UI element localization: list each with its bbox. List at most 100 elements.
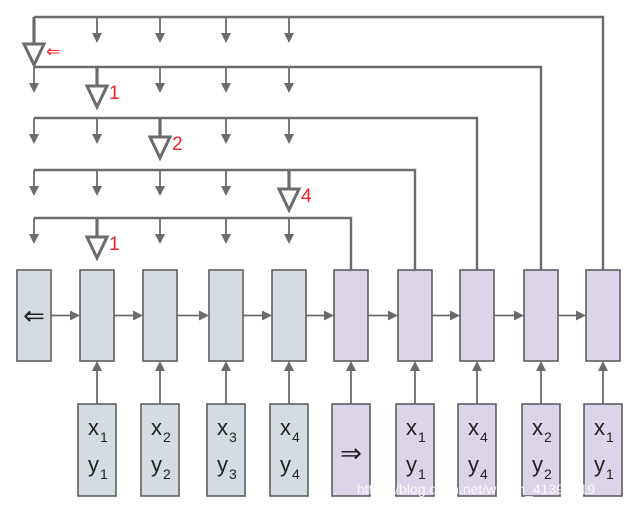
input-x-sub-3: 3 — [229, 429, 237, 445]
attention-head-2-4 — [221, 83, 231, 93]
input-y-label-3: y — [217, 452, 228, 477]
input-head-6 — [410, 361, 420, 371]
encoder-start-symbol: ⇐ — [23, 302, 45, 332]
recurrent-head-6 — [388, 310, 398, 321]
decoder-input-4 — [583, 403, 623, 497]
attention-head-4-4 — [221, 186, 231, 196]
encoder-cell-2 — [142, 269, 178, 362]
attention-head-2-3 — [155, 83, 165, 93]
input-y-sub-6: 1 — [418, 466, 426, 482]
input-head-9 — [598, 361, 608, 371]
input-head-3 — [221, 361, 231, 371]
encoder-input-2 — [140, 403, 180, 497]
recurrent-head-7 — [450, 310, 460, 321]
input-y-sub-4: 4 — [292, 466, 300, 482]
watermark-text: https://blog.csdn.net/weixin_41391619 — [357, 481, 595, 497]
input-x-sub-6: 1 — [418, 429, 426, 445]
input-x-label-2: x — [151, 415, 162, 440]
attention-head-2-1 — [29, 83, 39, 93]
pointer-arrow-row-2 — [84, 84, 110, 111]
attention-head-3-5 — [284, 134, 294, 144]
pointer-arrow-row-3 — [147, 135, 173, 162]
decoder-cell-3 — [459, 269, 495, 362]
encoder-input-1 — [77, 403, 117, 497]
decoder-start-input — [331, 403, 371, 497]
input-y-label-1: y — [88, 452, 99, 477]
attention-row-line-4 — [34, 168, 417, 270]
input-y-sub-9: 1 — [606, 466, 614, 482]
input-head-7 — [472, 361, 482, 371]
decoder-input-2 — [457, 403, 497, 497]
pointer-arrow-row-4 — [276, 187, 302, 214]
recurrent-head-5 — [324, 310, 334, 321]
input-y-sub-7: 4 — [480, 466, 488, 482]
input-x-label-4: x — [280, 415, 291, 440]
input-head-1 — [92, 361, 102, 371]
input-y-sub-1: 1 — [100, 466, 108, 482]
input-y-label-8: y — [532, 452, 543, 477]
input-y-sub-2: 2 — [163, 466, 171, 482]
attention-row-line-5 — [34, 216, 353, 270]
input-x-label-7: x — [468, 415, 479, 440]
decoder-cell-4 — [523, 269, 559, 362]
input-x-label-3: x — [217, 415, 228, 440]
encoder-input-4 — [269, 403, 309, 497]
input-y-label-4: y — [280, 452, 291, 477]
input-x-sub-8: 2 — [544, 429, 552, 445]
input-x-label-8: x — [532, 415, 543, 440]
attention-head-3-1 — [29, 134, 39, 144]
pointer-arrow-row-1 — [21, 42, 47, 69]
attention-head-3-2 — [92, 134, 102, 144]
input-y-sub-8: 2 — [544, 466, 552, 482]
attention-head-4-3 — [155, 186, 165, 196]
input-head-2 — [155, 361, 165, 371]
input-x-sub-2: 2 — [163, 429, 171, 445]
attention-row-line-2 — [34, 65, 543, 270]
encoder-cell-3 — [208, 269, 244, 362]
recurrent-head-9 — [576, 310, 586, 321]
recurrent-head-4 — [262, 310, 272, 321]
input-x-sub-9: 1 — [606, 429, 614, 445]
input-x-label-6: x — [406, 415, 417, 440]
input-x-sub-7: 4 — [480, 429, 488, 445]
pointer-arrow-row-5 — [84, 235, 110, 262]
pointer-label-row-5: 1 — [109, 234, 120, 255]
attention-head-4-2 — [92, 186, 102, 196]
input-y-sub-3: 3 — [229, 466, 237, 482]
recurrent-head-3 — [199, 310, 209, 321]
input-y-label-7: y — [468, 452, 479, 477]
input-x-label-1: x — [88, 415, 99, 440]
recurrent-head-8 — [514, 310, 524, 321]
decoder-input-1 — [395, 403, 435, 497]
encoder-start-cell — [16, 269, 52, 362]
attention-head-1-4 — [221, 33, 231, 43]
attention-head-5-3 — [155, 234, 165, 244]
encoder-cell-4 — [271, 269, 307, 362]
encoder-input-3 — [206, 403, 246, 497]
input-head-4 — [284, 361, 294, 371]
decoder-input-3 — [521, 403, 561, 497]
attention-head-5-5 — [284, 234, 294, 244]
recurrent-head-2 — [133, 310, 143, 321]
pointer-label-row-2: 1 — [109, 83, 120, 104]
attention-row-line-1 — [34, 15, 605, 270]
input-head-5 — [346, 361, 356, 371]
recurrent-head-1 — [70, 310, 80, 321]
attention-head-4-1 — [29, 186, 39, 196]
decoder-cell-5 — [585, 269, 621, 362]
input-head-8 — [536, 361, 546, 371]
decoder-cell-2 — [397, 269, 433, 362]
input-y-label-2: y — [151, 452, 162, 477]
pointer-label-row-1: ⇐ — [46, 42, 60, 62]
attention-head-2-5 — [284, 83, 294, 93]
rnn-cells — [16, 269, 623, 497]
decoder-cell-1 — [333, 269, 369, 362]
decoder-start-symbol: ⇒ — [340, 439, 362, 469]
attention-head-1-2 — [92, 33, 102, 43]
input-y-label-9: y — [594, 452, 605, 477]
attention-head-1-3 — [155, 33, 165, 43]
attention-head-1-5 — [284, 33, 294, 43]
pointer-label-row-3: 2 — [172, 134, 183, 155]
input-x-sub-4: 4 — [292, 429, 300, 445]
